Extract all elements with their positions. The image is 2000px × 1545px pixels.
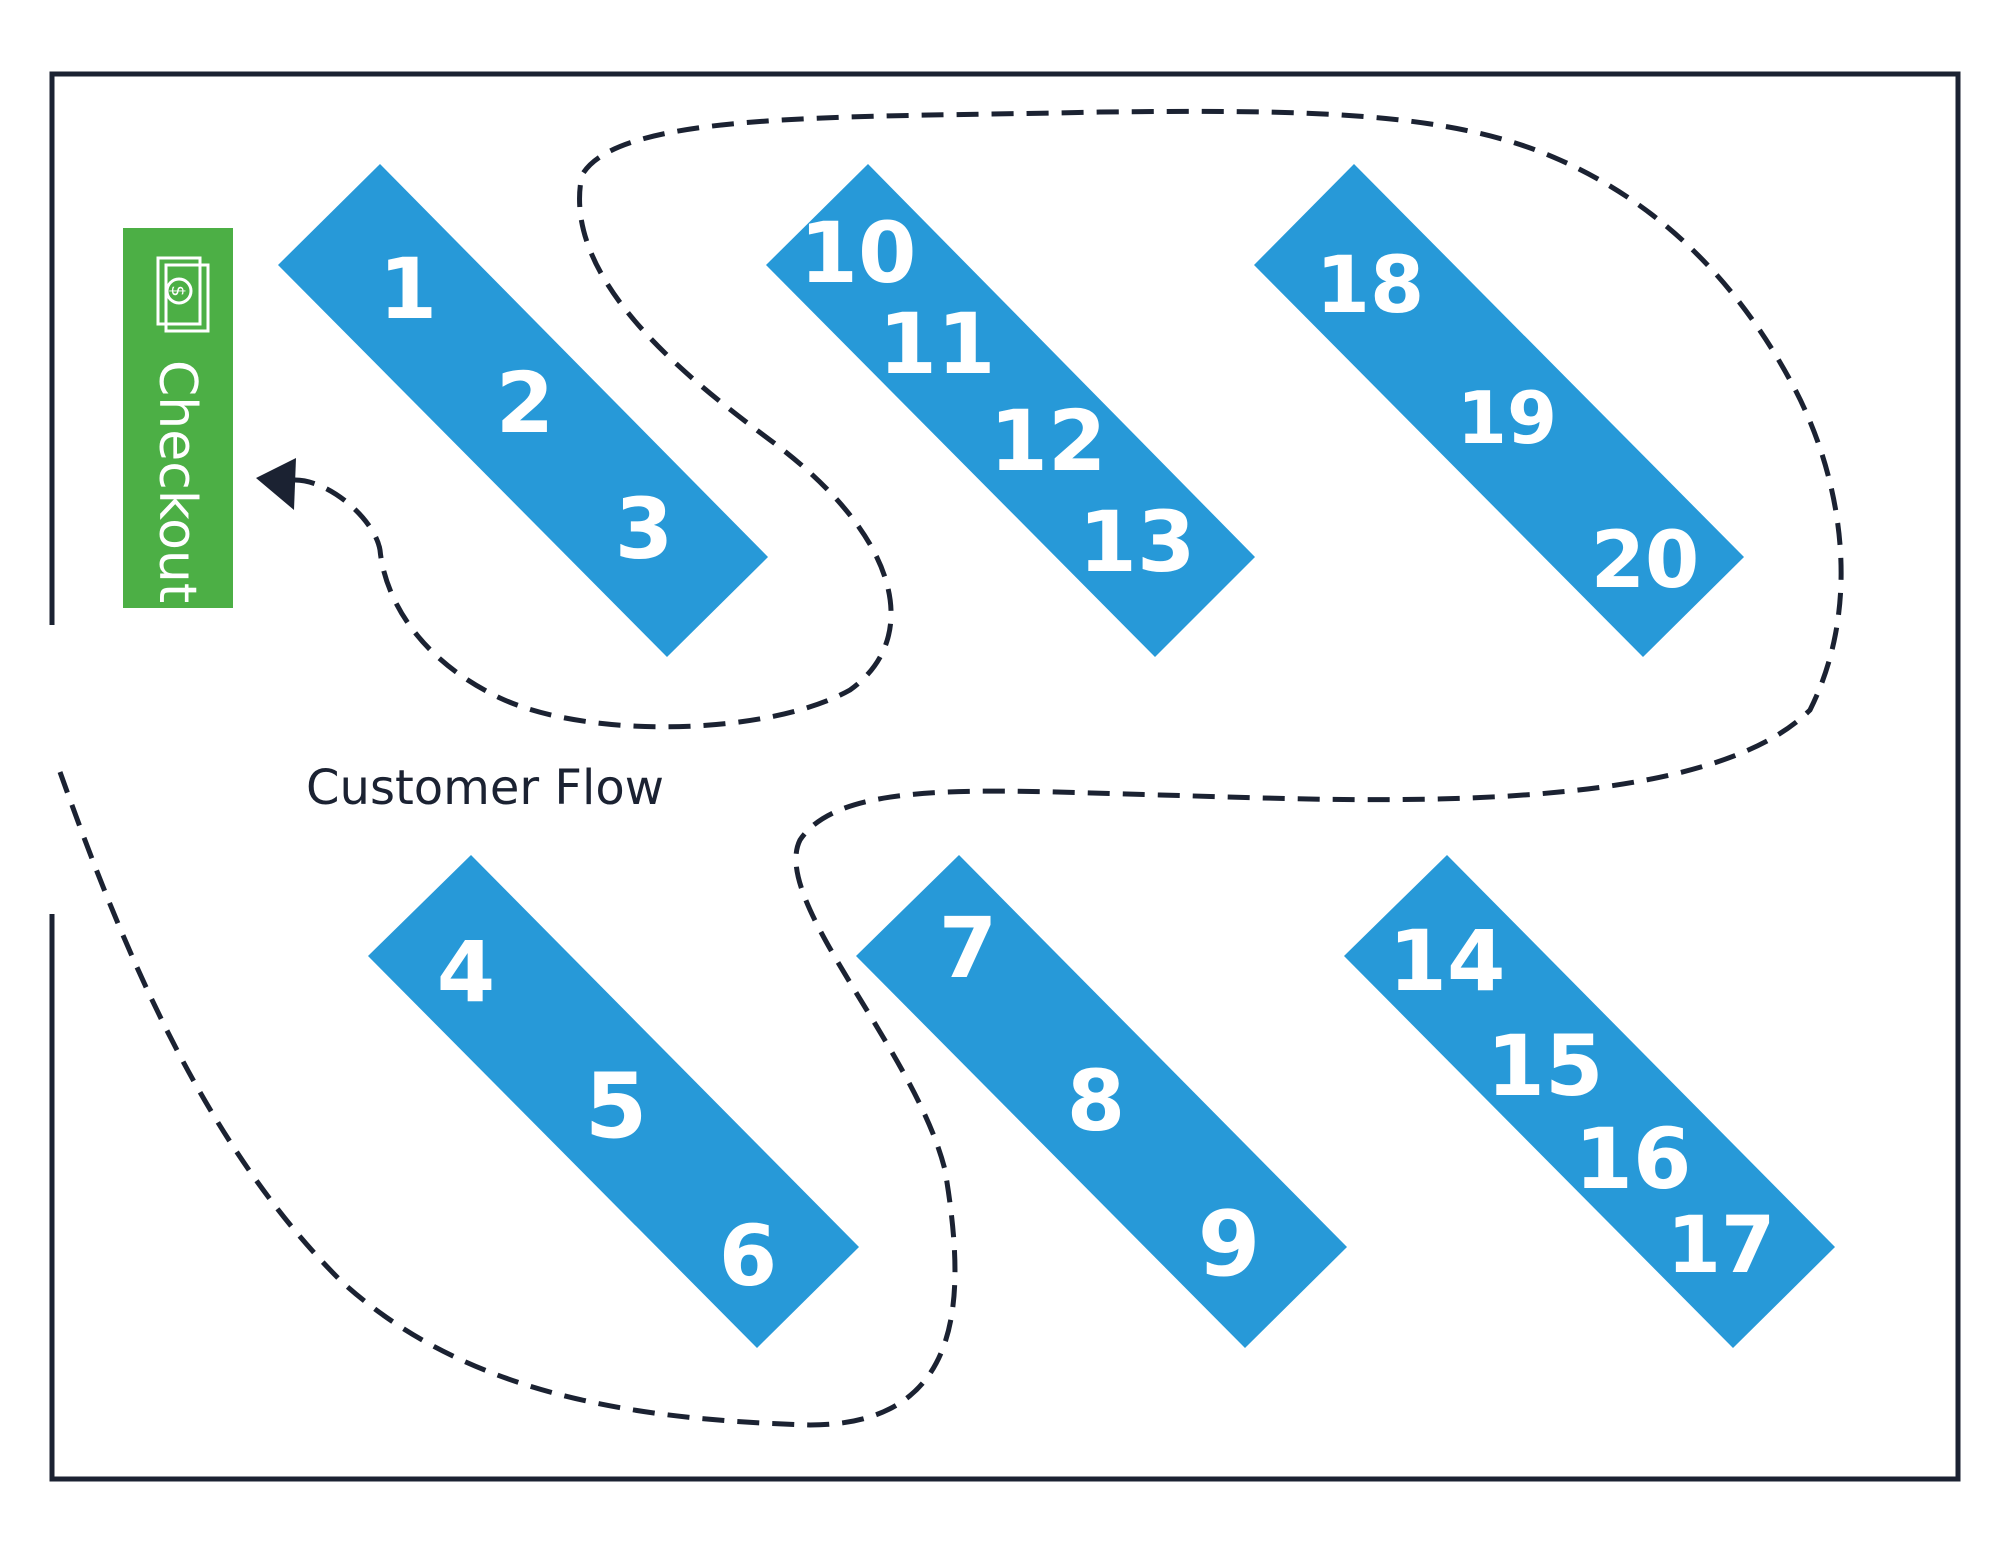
rack-f (1344, 855, 1835, 1348)
racks (278, 164, 1835, 1348)
checkout-counter: $ Checkout (123, 228, 233, 608)
rack-e (856, 855, 1347, 1348)
rack-label: 18 (1316, 241, 1425, 331)
rack-label: 12 (990, 392, 1107, 490)
checkout-label: Checkout (147, 360, 207, 603)
flow-path (57, 108, 1844, 1428)
rack-label: 20 (1591, 516, 1700, 606)
rack-label: 5 (585, 1054, 648, 1159)
rack-label: 1 (379, 240, 437, 338)
rack-c (1254, 164, 1744, 657)
rack-label: 8 (1067, 1052, 1125, 1150)
rack-a (278, 164, 768, 657)
rack-label: 2 (496, 354, 554, 452)
flow-arrowhead (256, 458, 296, 510)
rack-label: 3 (615, 480, 673, 578)
checkout-box (123, 228, 233, 608)
store-walls (49, 71, 1961, 1482)
wall-upper (49, 71, 1961, 1482)
rack-labels: 1 2 3 10 11 12 13 18 19 20 4 5 6 7 8 9 1… (379, 204, 1776, 1305)
rack-label: 19 (1457, 376, 1557, 460)
rack-label: 15 (1487, 1017, 1604, 1115)
rack-label: 6 (719, 1207, 777, 1305)
money-icon: $ (156, 256, 210, 333)
rack-label: 7 (939, 899, 997, 997)
rack-label: 13 (1079, 493, 1196, 591)
rack-label: 11 (879, 295, 996, 393)
customer-flow-label: Customer Flow (306, 760, 664, 816)
rack-label: 16 (1575, 1110, 1692, 1208)
rack-b (766, 164, 1255, 657)
rack-label: 9 (1198, 1192, 1261, 1297)
rack-d (368, 855, 859, 1348)
rack-label: 10 (800, 204, 917, 302)
svg-text:$: $ (167, 285, 188, 296)
rack-label: 17 (1667, 1201, 1776, 1291)
customer-flow-path (57, 108, 1844, 1428)
rack-label: 4 (437, 923, 495, 1021)
rack-label: 14 (1389, 912, 1506, 1010)
